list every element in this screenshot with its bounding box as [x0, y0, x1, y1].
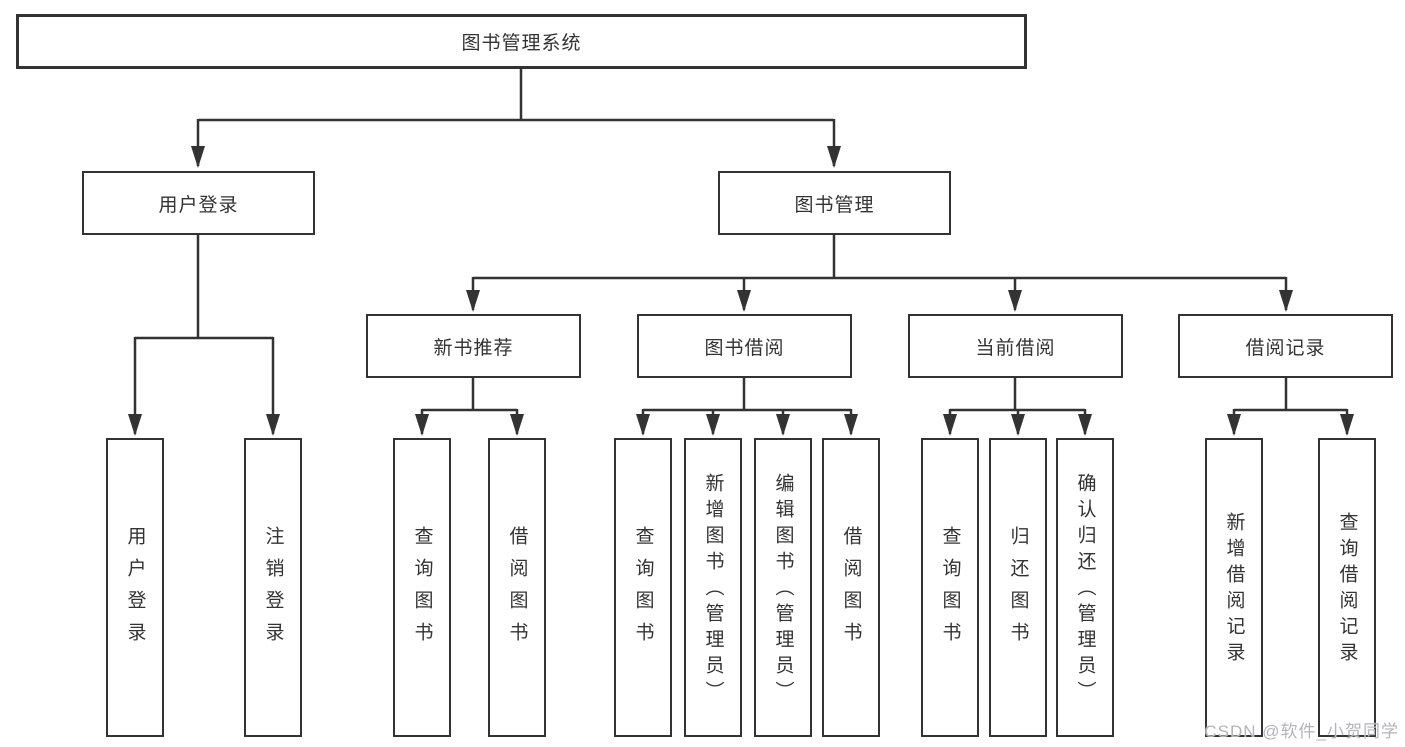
- node-current-borrowing: 当前借阅: [908, 314, 1123, 378]
- node-leaf-logout: 注销登录: [244, 438, 302, 737]
- node-leaf-current-confirm-return-admin: 确认归还（管理员）: [1056, 438, 1114, 737]
- node-leaf-borrowing-edit-book-admin: 编辑图书（管理员）: [754, 438, 812, 737]
- node-leaf-recommend-query-book: 查询图书: [393, 438, 451, 737]
- node-new-book-recommend: 新书推荐: [366, 314, 581, 378]
- node-leaf-borrowing-query-book: 查询图书: [614, 438, 672, 737]
- node-user-login: 用户登录: [82, 171, 315, 235]
- node-leaf-recommend-borrow-book: 借阅图书: [488, 438, 546, 737]
- node-borrowing-records: 借阅记录: [1178, 314, 1393, 378]
- node-leaf-records-add-record: 新增借阅记录: [1205, 438, 1263, 737]
- node-book-management: 图书管理: [718, 171, 951, 235]
- node-leaf-borrowing-borrow-book: 借阅图书: [822, 438, 880, 737]
- node-leaf-borrowing-add-book-admin: 新增图书（管理员）: [684, 438, 742, 737]
- node-leaf-current-query-book: 查询图书: [921, 438, 979, 737]
- csdn-watermark: CSDN @软件_小贺同学: [1204, 722, 1399, 741]
- node-leaf-user-login: 用户登录: [106, 438, 164, 737]
- node-leaf-records-query-record: 查询借阅记录: [1318, 438, 1376, 737]
- node-root-system: 图书管理系统: [16, 14, 1027, 69]
- node-book-borrowing: 图书借阅: [637, 314, 852, 378]
- node-leaf-current-return-book: 归还图书: [989, 438, 1047, 737]
